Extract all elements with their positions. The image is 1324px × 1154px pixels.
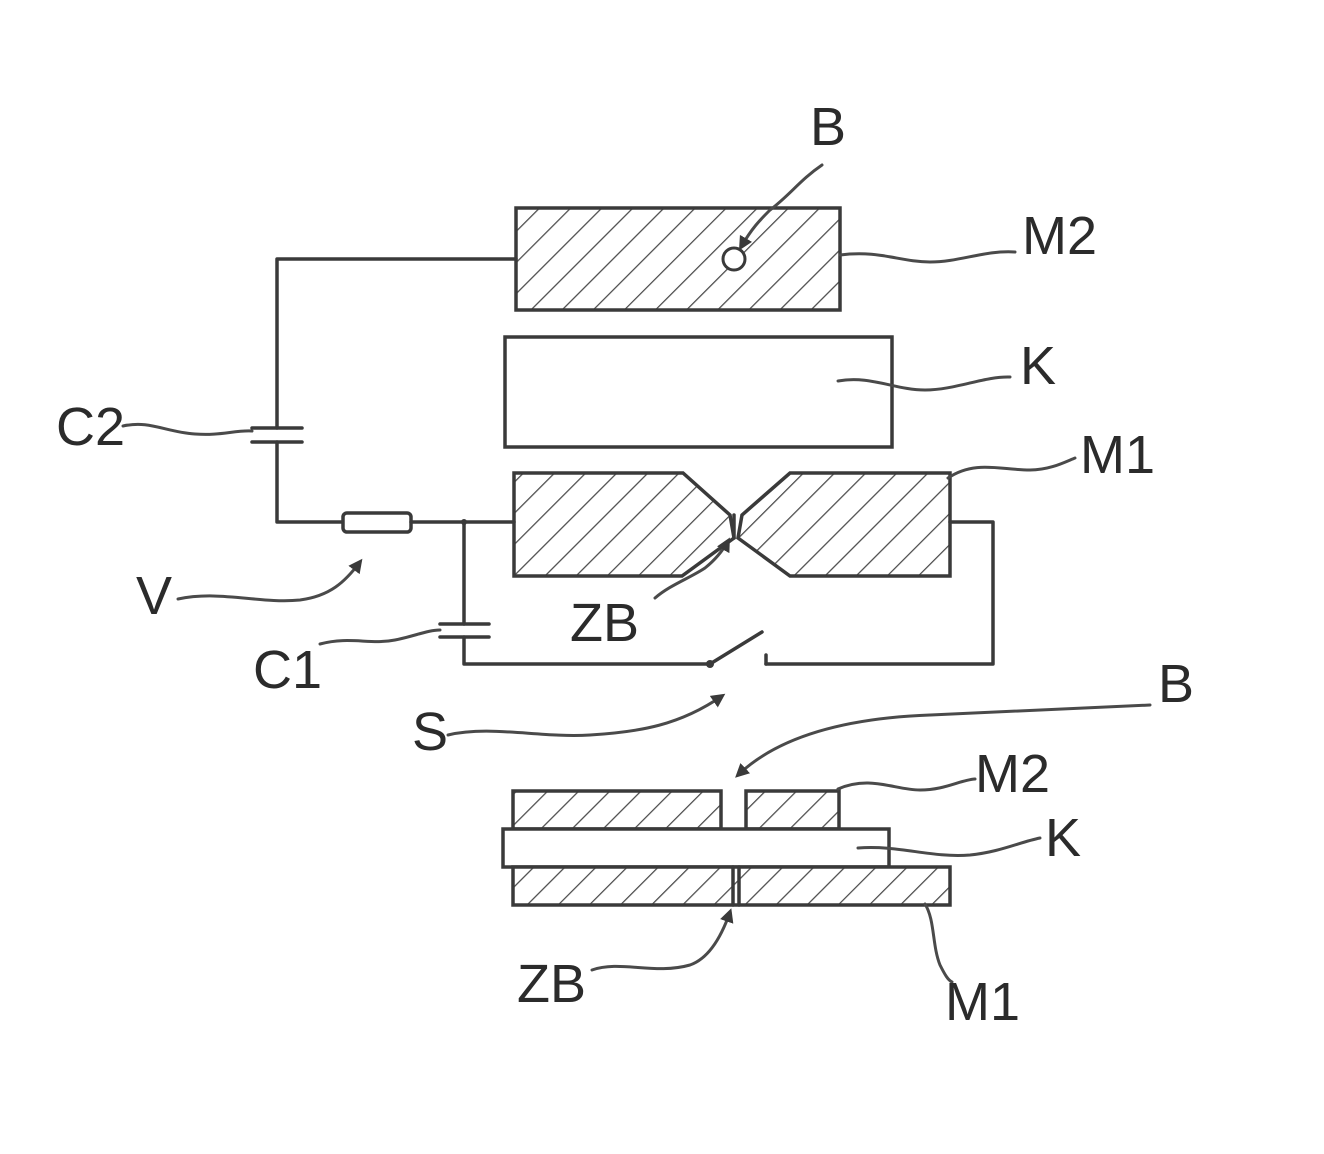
- leader-m2-top: [840, 252, 1015, 262]
- leader-c2: [123, 424, 252, 434]
- electrode-m2-top: [516, 208, 840, 310]
- label-m2-bottom: M2: [975, 744, 1050, 804]
- component-v: [343, 513, 411, 532]
- label-k-top: K: [1020, 336, 1056, 396]
- electrode-m2-bottom-left: [513, 791, 721, 829]
- bore-hole-b: [723, 248, 745, 270]
- label-m1-bottom: M1: [945, 972, 1020, 1032]
- leader-v: [178, 562, 360, 601]
- electrode-m2-bottom-right: [746, 791, 839, 829]
- label-zb-bottom: ZB: [517, 954, 586, 1014]
- leader-m1-bottom: [925, 904, 952, 982]
- leader-c1: [320, 630, 440, 644]
- label-b-bottom: B: [1158, 654, 1194, 714]
- wire-c2-to-v: [277, 442, 343, 522]
- leader-m1-top: [948, 458, 1075, 478]
- label-c1: C1: [253, 640, 322, 700]
- label-c2: C2: [56, 397, 125, 457]
- label-s: S: [412, 702, 448, 762]
- body-k-top: [505, 337, 892, 447]
- switch-s-blade: [710, 632, 762, 664]
- label-k-bottom: K: [1045, 808, 1081, 868]
- label-m1-top: M1: [1080, 425, 1155, 485]
- label-m2-top: M2: [1022, 206, 1097, 266]
- leader-zb-bottom: [592, 912, 730, 970]
- electrode-m1-top: [514, 473, 950, 576]
- label-b-top: B: [810, 97, 846, 157]
- wire-m2-left: [277, 259, 516, 428]
- label-zb-top: ZB: [570, 593, 639, 653]
- leader-b-bottom: [738, 705, 1150, 775]
- label-v: V: [136, 566, 172, 626]
- leader-m2-bottom: [838, 779, 975, 790]
- body-k-bottom: [503, 829, 889, 867]
- leader-s: [448, 696, 722, 735]
